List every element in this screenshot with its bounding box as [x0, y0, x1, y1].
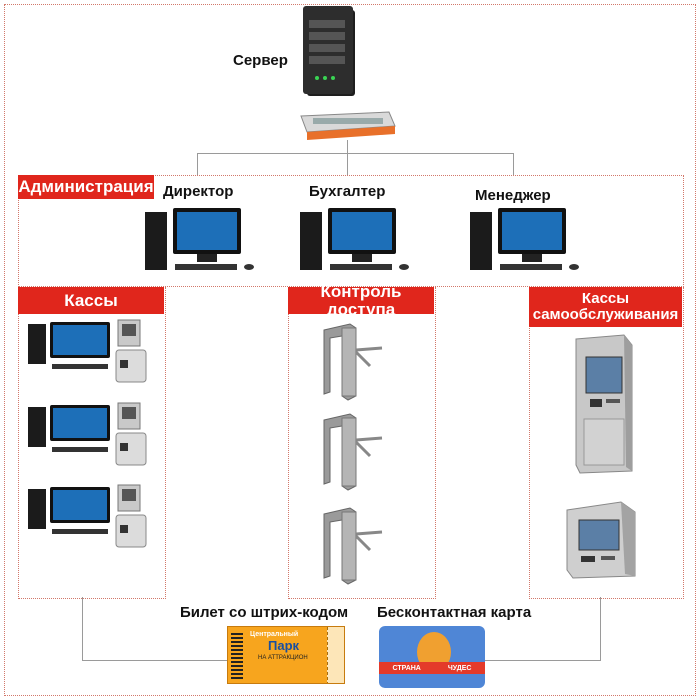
- outer-frame: [4, 4, 696, 696]
- cash-register-icon: [28, 319, 147, 383]
- connector-line: [347, 153, 348, 175]
- card-banner: СТРАНА ЧУДЕС: [379, 662, 485, 674]
- self-service-header-line1: Кассы: [581, 290, 630, 308]
- ticket-line2: Парк: [268, 638, 300, 653]
- connector-line: [347, 140, 348, 153]
- admin-header: Администрация: [18, 175, 154, 199]
- connector-line: [197, 153, 198, 175]
- cash-register-icon: [28, 402, 147, 466]
- network-switch-icon: [300, 111, 396, 140]
- connector-line: [484, 660, 601, 661]
- admin-frame: [18, 175, 684, 287]
- connector-line: [82, 597, 83, 660]
- turnstile-icon: [323, 507, 383, 585]
- turnstile-icon: [323, 323, 383, 401]
- ticket-line3: НА АТТРАКЦИОН: [258, 655, 308, 661]
- server-icon: [303, 6, 355, 96]
- director-computer-icon: [145, 208, 254, 270]
- contactless-card: СТРАНА ЧУДЕС: [379, 626, 485, 688]
- connector-line: [513, 153, 514, 175]
- manager-label: Менеджер: [475, 187, 551, 204]
- ticket-stub: [327, 627, 344, 683]
- connector-line: [82, 660, 227, 661]
- connector-line: [600, 597, 601, 660]
- self-service-header: Кассы самообслуживания: [529, 287, 682, 327]
- cash-header: Кассы: [18, 287, 164, 314]
- turnstile-icon: [323, 413, 383, 491]
- barcode-ticket: Центральный Парк НА АТТРАКЦИОН: [227, 626, 345, 684]
- manager-computer-icon: [470, 208, 579, 270]
- cash-register-icon: [28, 484, 147, 548]
- self-service-header-line2: самообслуживания: [532, 306, 679, 323]
- barcode-ticket-label: Билет со штрих-кодом: [180, 604, 349, 621]
- kiosk-icon: [575, 334, 633, 474]
- accountant-computer-icon: [300, 208, 409, 270]
- server-label: Сервер: [233, 52, 288, 69]
- connector-line: [197, 153, 514, 154]
- access-header: Контроль доступа: [288, 282, 434, 318]
- card-line2: ЧУДЕС: [447, 664, 472, 672]
- contactless-card-label: Бесконтактная карта: [377, 604, 532, 621]
- kiosk-icon: [566, 501, 636, 579]
- director-label: Директор: [163, 183, 234, 200]
- card-line1: СТРАНА: [392, 664, 421, 672]
- accountant-label: Бухгалтер: [309, 183, 386, 200]
- barcode-icon: [231, 633, 243, 679]
- ticket-line1: Центральный: [250, 631, 299, 638]
